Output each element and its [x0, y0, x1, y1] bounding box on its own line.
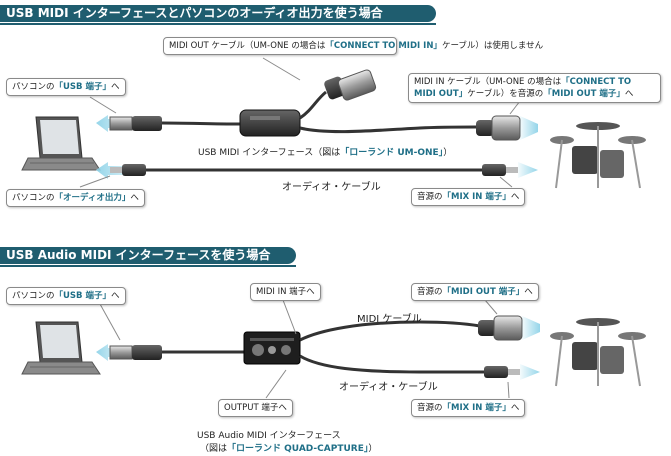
mix-in-callout: 音源の「MIX IN 端子」へ	[411, 188, 526, 206]
audio-cable-label: オーディオ・ケーブル	[282, 182, 381, 193]
audio-output-callout: パソコンの「オーディオ出力」へ	[6, 189, 145, 207]
midi-out-unused-callout: MIDI OUT ケーブル（UM-ONE の場合は「CONNECT TO MID…	[163, 37, 543, 55]
usb-port-callout: パソコンの「USB 端子」へ	[6, 78, 126, 96]
drum-kit-icon-2	[550, 318, 646, 387]
usb-port-callout-2: パソコンの「USB 端子」へ	[6, 287, 126, 305]
laptop-icon-2	[21, 321, 101, 375]
midi-out-plug	[324, 69, 377, 101]
midi-cable	[299, 315, 540, 342]
midi-in-callout: MIDI IN ケーブル（UM-ONE の場合は「CONNECT TO MIDI…	[408, 73, 661, 103]
section1-header: USB MIDI インターフェースとパソコンのオーディオ出力を使う場合	[0, 5, 436, 25]
audio-cable	[96, 162, 538, 179]
midi-cable-label: MIDI ケーブル	[357, 314, 422, 325]
midi-in-port-callout: MIDI IN 端子へ	[250, 283, 321, 301]
midi-out-port-callout: 音源の「MIDI OUT 端子」へ	[411, 283, 539, 301]
um-one-interface	[239, 90, 477, 137]
usb-plug-2	[96, 344, 244, 361]
midi-in-plug	[476, 115, 538, 141]
usb-audio-midi-interface-label: USB Audio MIDI インターフェース	[197, 431, 341, 441]
output-port-callout: OUTPUT 端子へ	[218, 399, 293, 417]
quad-capture-interface	[243, 331, 301, 365]
usb-plug	[109, 116, 241, 131]
audio-cable-label-2: オーディオ・ケーブル	[339, 382, 438, 393]
usb-midi-interface-label: USB MIDI インターフェース（図は「ローランド UM-ONE」）	[198, 148, 453, 158]
mix-in-callout-2: 音源の「MIX IN 端子」へ	[411, 399, 526, 417]
audio-cable-2	[299, 354, 540, 380]
section2-header: USB Audio MIDI インターフェースを使う場合	[0, 247, 296, 267]
usb-audio-midi-interface-model: （図は「ローランド QUAD-CAPTURE」）	[200, 444, 378, 454]
laptop-icon	[21, 116, 101, 171]
drum-kit-icon	[550, 122, 646, 189]
